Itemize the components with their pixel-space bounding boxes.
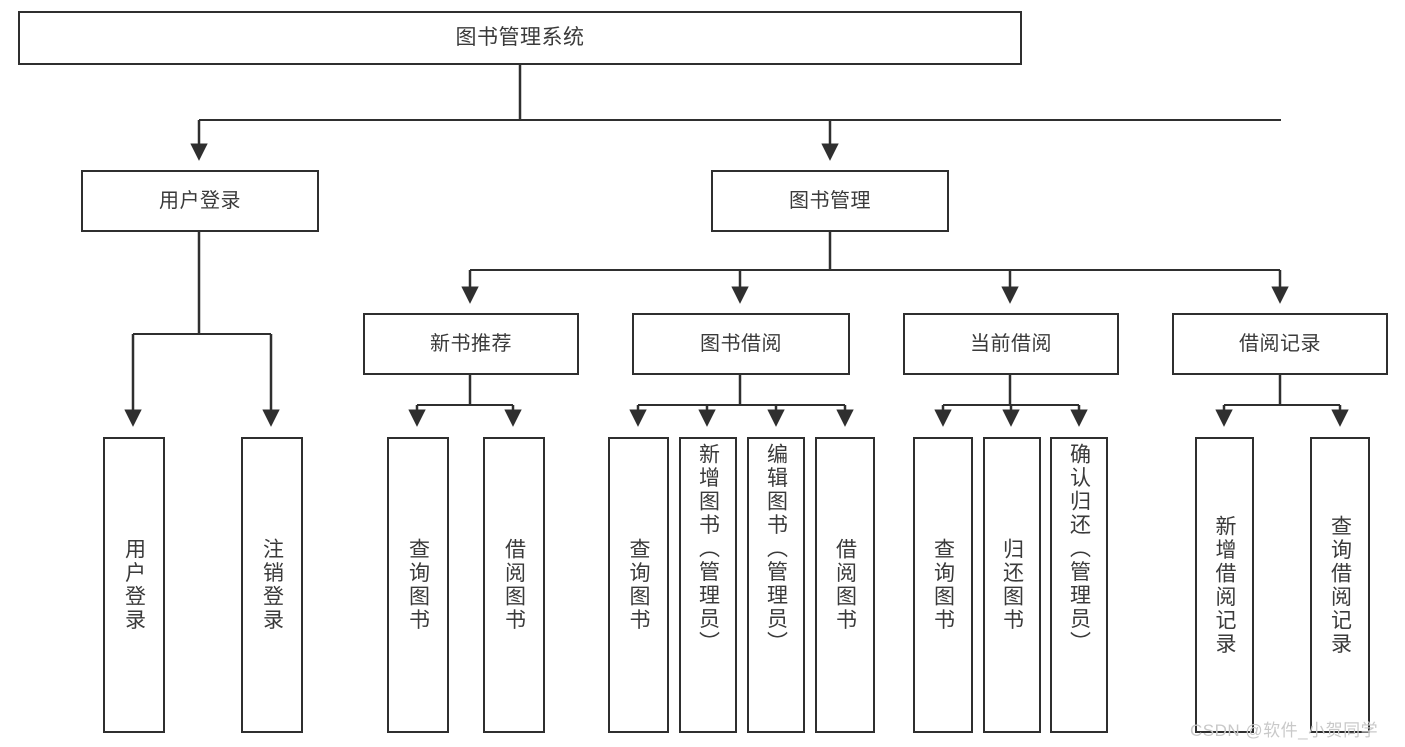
node-label: 查询借阅记录: [1328, 514, 1352, 656]
node-label: 用户登录: [159, 189, 241, 212]
node-root-system[interactable]: 图书管理系统: [18, 11, 1022, 65]
node-label: 图书管理系统: [455, 26, 585, 50]
leaf-user-login[interactable]: 用户登录: [103, 437, 165, 733]
node-label: 注销登录: [260, 538, 284, 632]
node-label: 用户登录: [122, 538, 146, 632]
node-label: 查询图书: [406, 538, 430, 632]
node-label: 图书借阅: [700, 332, 782, 355]
node-label: 归还图书: [1000, 538, 1024, 632]
csdn-watermark: CSDN @软件_小贺同学: [1190, 721, 1379, 740]
leaf-borrow-book[interactable]: 借阅图书: [815, 437, 875, 733]
node-label: 查询图书: [627, 538, 650, 632]
leaf-query-borrow-record[interactable]: 查询借阅记录: [1310, 437, 1370, 733]
node-label: 借阅图书: [502, 538, 526, 632]
node-label: 图书管理: [789, 189, 871, 212]
node-book-borrow[interactable]: 图书借阅: [632, 313, 850, 375]
leaf-query-book-current[interactable]: 查询图书: [913, 437, 973, 733]
leaf-add-borrow-record[interactable]: 新增借阅记录: [1195, 437, 1254, 733]
node-user-login[interactable]: 用户登录: [81, 170, 319, 232]
node-label: 查询图书: [931, 538, 955, 632]
node-label: 新书推荐: [430, 332, 512, 355]
node-label: 当前借阅: [970, 332, 1052, 355]
node-label: 编辑图书（管理员）: [764, 443, 788, 655]
leaf-add-book-admin[interactable]: 新增图书（管理员）: [679, 437, 737, 733]
node-label: 新增图书（管理员）: [696, 443, 720, 655]
leaf-borrow-book-new[interactable]: 借阅图书: [483, 437, 545, 733]
node-label: 借阅记录: [1239, 332, 1321, 355]
leaf-confirm-return-admin[interactable]: 确认归还（管理员）: [1050, 437, 1108, 733]
leaf-query-book-borrow[interactable]: 查询图书: [608, 437, 669, 733]
node-label: 新增借阅记录: [1213, 514, 1236, 656]
node-borrow-record[interactable]: 借阅记录: [1172, 313, 1388, 375]
node-current-borrow[interactable]: 当前借阅: [903, 313, 1119, 375]
node-label: 确认归还（管理员）: [1067, 443, 1091, 655]
leaf-return-book[interactable]: 归还图书: [983, 437, 1041, 733]
node-new-book-recommend[interactable]: 新书推荐: [363, 313, 579, 375]
leaf-logout[interactable]: 注销登录: [241, 437, 303, 733]
node-label: 借阅图书: [833, 538, 857, 632]
leaf-query-book-new[interactable]: 查询图书: [387, 437, 449, 733]
leaf-edit-book-admin[interactable]: 编辑图书（管理员）: [747, 437, 805, 733]
node-book-management[interactable]: 图书管理: [711, 170, 949, 232]
